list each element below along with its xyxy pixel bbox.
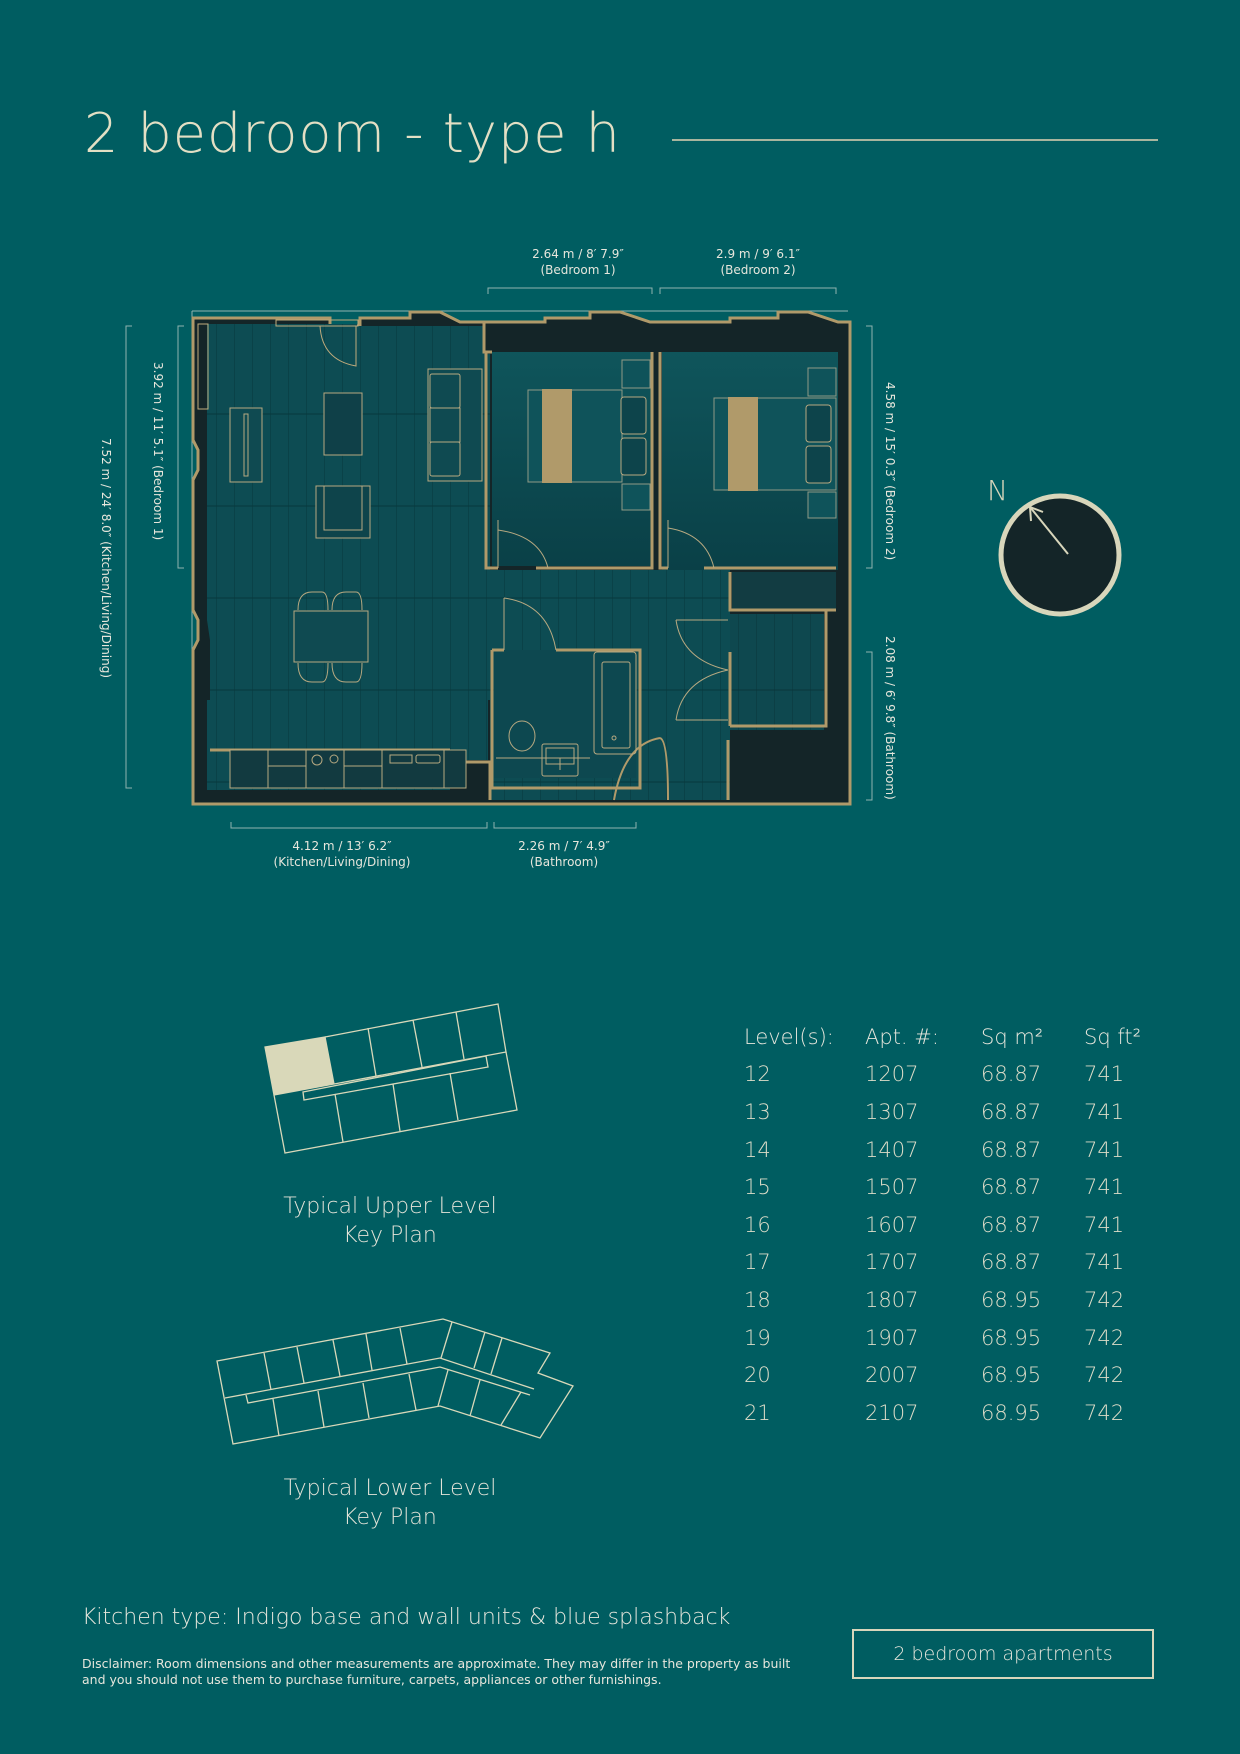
cell-apt: 1407 <box>865 1137 919 1162</box>
cell-level: 13 <box>744 1099 771 1124</box>
key-plan-label-line: Typical Lower Level <box>283 1476 497 1501</box>
highlighted-unit <box>264 1036 335 1096</box>
cell-sqm: 68.87 <box>981 1062 1042 1087</box>
units-table: Level(s): Apt. #: Sq m² Sq ft² 12 1207 6… <box>744 1018 1164 1432</box>
cell-apt: 1607 <box>865 1212 919 1237</box>
cell-sqm: 68.95 <box>981 1363 1042 1388</box>
cell-apt: 1907 <box>865 1325 919 1350</box>
dimension-room: (Bedroom 1) <box>540 263 616 277</box>
lower-key-plan-label: Typical Lower Level Key Plan <box>250 1474 530 1532</box>
cell-apt: 1207 <box>865 1062 919 1087</box>
title-divider <box>672 139 1158 141</box>
cell-sqft: 742 <box>1084 1287 1125 1312</box>
cell-level: 15 <box>744 1175 771 1200</box>
cell-sqft: 741 <box>1084 1099 1125 1124</box>
cell-level: 18 <box>744 1287 771 1312</box>
cell-apt: 1307 <box>865 1099 919 1124</box>
cell-sqm: 68.95 <box>981 1400 1042 1425</box>
dimension-value: 2.9 m / 9′ 6.1″ <box>716 247 800 261</box>
cell-sqm: 68.87 <box>981 1175 1042 1200</box>
cell-sqft: 741 <box>1084 1212 1125 1237</box>
table-row: 17 1707 68.87 741 <box>744 1244 1164 1282</box>
cell-sqft: 742 <box>1084 1400 1125 1425</box>
cell-level: 16 <box>744 1212 771 1237</box>
dimension-top-bedroom2: 2.9 m / 9′ 6.1″ (Bedroom 2) <box>688 246 828 278</box>
dimension-top-bedroom1: 2.64 m / 8′ 7.9″ (Bedroom 1) <box>508 246 648 278</box>
cell-apt: 2007 <box>865 1363 919 1388</box>
key-plan-label-line: Typical Upper Level <box>283 1194 497 1219</box>
header-levels: Level(s): <box>744 1024 834 1049</box>
dimension-right-bathroom: 2.08 m / 6′ 9.8″ (Bathroom) <box>883 636 897 800</box>
compass-label: N <box>987 474 1008 507</box>
dimension-bottom-bathroom: 2.26 m / 7′ 4.9″ (Bathroom) <box>494 838 634 870</box>
dimension-bottom-kld: 4.12 m / 13′ 6.2″ (Kitchen/Living/Dining… <box>252 838 432 870</box>
table-row: 21 2107 68.95 742 <box>744 1394 1164 1432</box>
cell-apt: 1807 <box>865 1287 919 1312</box>
floor-plan <box>125 287 873 829</box>
cell-level: 20 <box>744 1363 771 1388</box>
lower-level-key-plan <box>216 1318 574 1445</box>
cell-apt: 1707 <box>865 1250 919 1275</box>
upper-key-plan-label: Typical Upper Level Key Plan <box>250 1192 530 1250</box>
cell-apt: 1507 <box>865 1175 919 1200</box>
cell-level: 14 <box>744 1137 771 1162</box>
page-title: 2 bedroom - type h <box>84 102 621 165</box>
table-row: 16 1607 68.87 741 <box>744 1206 1164 1244</box>
cell-sqm: 68.87 <box>981 1137 1042 1162</box>
cell-sqft: 742 <box>1084 1363 1125 1388</box>
table-row: 12 1207 68.87 741 <box>744 1056 1164 1094</box>
key-plan-label-line: Key Plan <box>343 1505 437 1530</box>
table-row: 14 1407 68.87 741 <box>744 1131 1164 1169</box>
disclaimer: Disclaimer: Room dimensions and other me… <box>82 1656 791 1687</box>
table-header-row: Level(s): Apt. #: Sq m² Sq ft² <box>744 1018 1164 1056</box>
cell-sqm: 68.95 <box>981 1287 1042 1312</box>
dimension-left-kld: 7.52 m / 24′ 8.0″ (Kitchen/Living/Dining… <box>99 437 113 679</box>
cell-sqm: 68.87 <box>981 1250 1042 1275</box>
cell-sqm: 68.87 <box>981 1099 1042 1124</box>
kitchen-type: Kitchen type: Indigo base and wall units… <box>82 1605 731 1630</box>
cell-sqft: 741 <box>1084 1137 1125 1162</box>
dimension-room: (Bathroom) <box>529 855 599 869</box>
cell-sqft: 741 <box>1084 1062 1125 1087</box>
cell-level: 19 <box>744 1325 771 1350</box>
dimension-value: 2.26 m / 7′ 4.9″ <box>518 839 610 853</box>
cell-apt: 2107 <box>865 1400 919 1425</box>
cell-level: 12 <box>744 1062 771 1087</box>
cell-sqft: 741 <box>1084 1175 1125 1200</box>
dimension-room: (Kitchen/Living/Dining) <box>273 855 411 869</box>
table-row: 15 1507 68.87 741 <box>744 1168 1164 1206</box>
compass: N <box>987 474 1122 617</box>
cell-level: 17 <box>744 1250 771 1275</box>
dimension-left-bedroom1: 3.92 m / 11′ 5.1″ (Bedroom 1) <box>151 362 165 541</box>
cell-level: 21 <box>744 1400 771 1425</box>
dimension-room: (Bedroom 2) <box>720 263 796 277</box>
cell-sqm: 68.87 <box>981 1212 1042 1237</box>
header-apt: Apt. #: <box>865 1024 939 1049</box>
dimension-value: 2.64 m / 8′ 7.9″ <box>532 247 624 261</box>
table-row: 13 1307 68.87 741 <box>744 1093 1164 1131</box>
cell-sqft: 742 <box>1084 1325 1125 1350</box>
header-sqft: Sq ft² <box>1084 1024 1142 1049</box>
two-bedroom-apartments-button[interactable]: 2 bedroom apartments <box>852 1629 1154 1679</box>
cell-sqm: 68.95 <box>981 1325 1042 1350</box>
table-row: 20 2007 68.95 742 <box>744 1356 1164 1394</box>
dimension-value: 4.12 m / 13′ 6.2″ <box>292 839 392 853</box>
cell-sqft: 741 <box>1084 1250 1125 1275</box>
dimension-right-bedroom2: 4.58 m / 15′ 0.3″ (Bedroom 2) <box>883 381 897 561</box>
upper-level-key-plan <box>264 1003 518 1154</box>
table-row: 18 1807 68.95 742 <box>744 1281 1164 1319</box>
north-arrow-icon <box>1029 506 1069 555</box>
key-plan-label-line: Key Plan <box>343 1223 437 1248</box>
table-row: 19 1907 68.95 742 <box>744 1319 1164 1357</box>
header-sqm: Sq m² <box>981 1024 1044 1049</box>
